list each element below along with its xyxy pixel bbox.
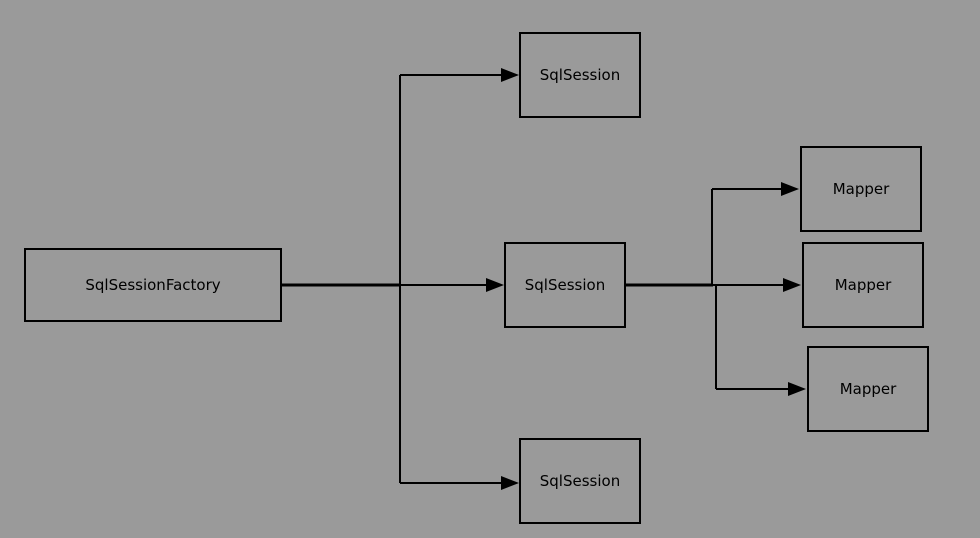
mapper-1-label: Mapper bbox=[833, 180, 890, 198]
sqlsession-top-label: SqlSession bbox=[540, 66, 620, 84]
sqlsession-middle-node: SqlSession bbox=[504, 242, 626, 328]
arrowhead-mapper-1 bbox=[781, 182, 799, 196]
sqlsession-middle-label: SqlSession bbox=[525, 276, 605, 294]
mapper-3-box bbox=[807, 346, 929, 432]
arrowhead-middle-session bbox=[486, 278, 504, 292]
arrowhead-mapper-3 bbox=[788, 382, 806, 396]
sqlsession-factory-node: SqlSessionFactory bbox=[24, 248, 282, 322]
sqlsession-bottom-node: SqlSession bbox=[519, 438, 641, 524]
sqlsession-top-node: SqlSession bbox=[519, 32, 641, 118]
arrowhead-top-session bbox=[501, 68, 519, 82]
mapper-1-box bbox=[800, 146, 922, 232]
mapper-2-node: Mapper bbox=[802, 242, 924, 328]
mapper-2-label: Mapper bbox=[835, 276, 892, 294]
sqlsession-bottom-label: SqlSession bbox=[540, 472, 620, 490]
sqlsession-factory-box bbox=[24, 248, 282, 322]
mapper-3-node: Mapper bbox=[807, 346, 929, 432]
factory-connectors bbox=[281, 68, 519, 490]
mapper-1-node: Mapper bbox=[800, 146, 922, 232]
sqlsession-middle-box bbox=[504, 242, 626, 328]
session-connectors bbox=[625, 182, 806, 396]
sqlsession-factory-label: SqlSessionFactory bbox=[85, 276, 220, 294]
mapper-3-label: Mapper bbox=[840, 380, 897, 398]
arrowhead-mapper-2 bbox=[783, 278, 801, 292]
mapper-2-box bbox=[802, 242, 924, 328]
arrowhead-bottom-session bbox=[501, 476, 519, 490]
sqlsession-top-box bbox=[519, 32, 641, 118]
sqlsession-bottom-box bbox=[519, 438, 641, 524]
